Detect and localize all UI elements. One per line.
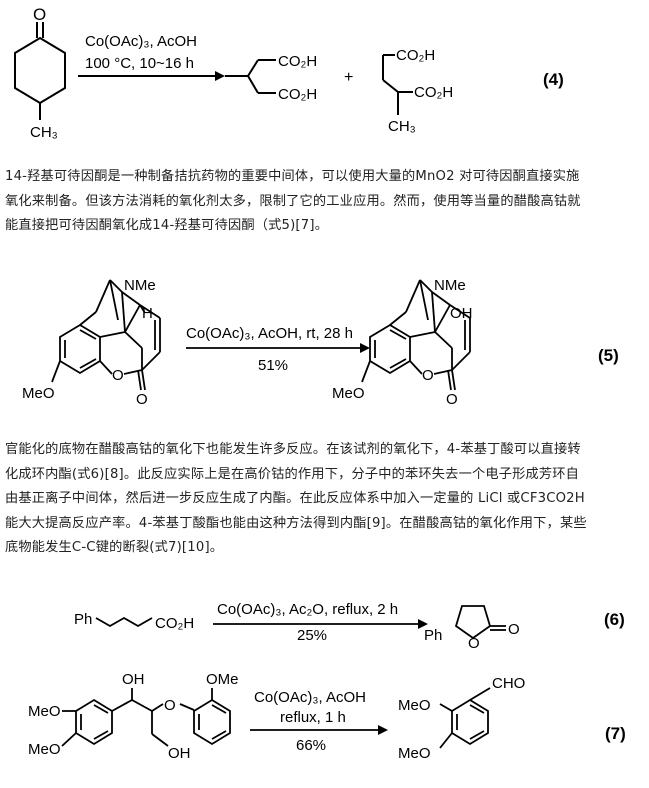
- reaction-4-product2-mid: CO₂H: [414, 84, 453, 101]
- reaction-5-h: H: [142, 305, 153, 322]
- reaction-4-scheme: O CH₃ Co(OAc)₃, AcOH 100 °C, 10~16 h CO₂…: [14, 5, 453, 141]
- reaction-5-o-keto-left: O: [136, 391, 148, 408]
- equation-number-5: (5): [598, 346, 619, 365]
- reaction-7-reagent-line2: reflux, 1 h: [280, 709, 346, 726]
- reaction-5-o-ring-right: O: [422, 367, 434, 384]
- reaction-4-plus: +: [344, 69, 353, 86]
- paragraph-2-line: 底物能发生C-C键的断裂(式7)[10]。: [5, 540, 224, 555]
- paragraph-1-line: 氧化来制备。但该方法消耗的氧化剂太多，限制了它的工业应用。然而，使用等当量的醋酸…: [5, 193, 581, 209]
- reaction-7-scheme: OH OMe MeO MeO O OH Co(OAc)₃, AcOH reflu…: [28, 671, 525, 762]
- reaction-6-reagent: Co(OAc)₃, Ac₂O, reflux, 2 h: [217, 601, 398, 618]
- reaction-4-condition: 100 °C, 10~16 h: [85, 55, 194, 72]
- reaction-5-scheme: NMe H O O MeO Co(OAc)₃, AcOH, rt, 28 h 5…: [22, 277, 473, 408]
- paragraph-2: 官能化的底物在醋酸高钴的氧化下也能发生许多反应。在该试剂的氧化下，4-苯基丁酸可…: [5, 438, 645, 561]
- paragraph-1-line: 能直接把可待因酮氧化成14-羟基可待因酮（式5)[7]。: [5, 218, 329, 233]
- equation-number-6: (6): [604, 610, 625, 629]
- reaction-6-product-o-keto: O: [508, 621, 520, 638]
- reaction-5-reagent: Co(OAc)₃, AcOH, rt, 28 h: [186, 325, 353, 342]
- reaction-4-product1-top: CO₂H: [278, 53, 317, 70]
- paragraph-2-line: 官能化的底物在醋酸高钴的氧化下也能发生许多反应。在该试剂的氧化下，4-苯基丁酸可…: [5, 442, 581, 457]
- reaction-5-nme-left: NMe: [124, 277, 156, 294]
- reaction-7-o-ether: O: [164, 697, 176, 714]
- paragraph-2-line: 能大大提高反应产率。4-苯基丁酸酯也能由这种方法得到内酯[9]。在醋酸高钴的氧化…: [5, 515, 587, 531]
- reaction-7-oh-top: OH: [122, 671, 145, 688]
- reaction-6-product-o-ring: O: [468, 635, 480, 650]
- reaction-7-meo-1: MeO: [28, 703, 61, 720]
- paragraph-1: 14-羟基可待因酮是一种制备拮抗药物的重要中间体，可以使用大量的MnO2 对可待…: [5, 165, 645, 239]
- equation-number-7: (7): [605, 724, 626, 743]
- reaction-5-o-keto-right: O: [446, 391, 458, 408]
- reaction-5-oh: OH: [450, 305, 473, 322]
- paragraph-1-line: 14-羟基可待因酮是一种制备拮抗药物的重要中间体，可以使用大量的MnO2 对可待…: [5, 169, 580, 184]
- reaction-5-yield: 51%: [258, 357, 288, 374]
- reaction-4-product1-bottom: CO₂H: [278, 86, 317, 103]
- reaction-6-scheme: Ph CO₂H Co(OAc)₃, Ac₂O, reflux, 2 h 25% …: [74, 601, 520, 650]
- reaction-7-oh-bottom: OH: [168, 745, 191, 762]
- reaction-7-reagent-line1: Co(OAc)₃, AcOH: [254, 689, 366, 706]
- reaction-7-cho: CHO: [492, 675, 525, 692]
- reaction-7-prod-meo-1: MeO: [398, 697, 431, 714]
- paragraph-2-line: 化成环内酯(式6)[8]。此反应实际上是在高价钴的作用下，分子中的苯环失去一个电…: [5, 466, 580, 482]
- reaction-6-product-ph: Ph: [424, 627, 442, 644]
- reaction-5-meo-left: MeO: [22, 385, 55, 402]
- reaction-6-reactant-ph: Ph: [74, 611, 92, 628]
- reaction-5-nme-right: NMe: [434, 277, 466, 294]
- paragraph-2-line: 由基正离子中间体，然后进一步反应生成了内酯。在此反应体系中加入一定量的 LiCl…: [5, 491, 585, 506]
- reaction-4-product2-methyl: CH₃: [388, 118, 416, 135]
- reaction-7-ome-top: OMe: [206, 671, 239, 688]
- reaction-4-methyl: CH₃: [30, 124, 58, 141]
- reaction-7-prod-meo-2: MeO: [398, 745, 431, 762]
- reaction-7-meo-2: MeO: [28, 741, 61, 758]
- reaction-5-meo-right: MeO: [332, 385, 365, 402]
- reaction-6-yield: 25%: [297, 627, 327, 644]
- reaction-5-o-ring-left: O: [112, 367, 124, 384]
- reaction-6-reactant-acid: CO₂H: [155, 615, 194, 632]
- reaction-4-product2-top: CO₂H: [396, 47, 435, 64]
- equation-number-4: (4): [543, 70, 564, 89]
- reaction-4-ketone-o: O: [33, 5, 46, 24]
- reaction-4-reagent: Co(OAc)₃, AcOH: [85, 33, 197, 50]
- reaction-7-yield: 66%: [296, 737, 326, 754]
